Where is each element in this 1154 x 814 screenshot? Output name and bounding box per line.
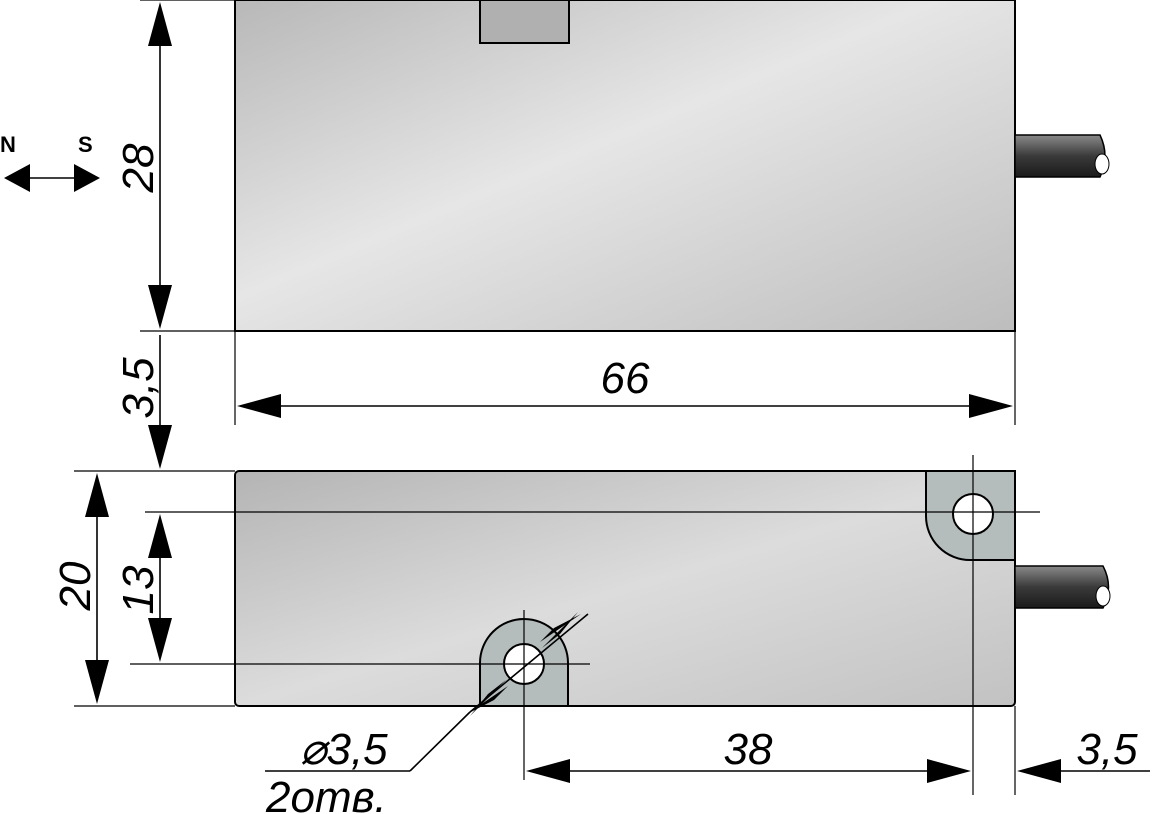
- dim-28-label: 28: [114, 143, 163, 193]
- dim-66: [237, 394, 1013, 418]
- extension-lines: [74, 0, 1040, 795]
- dim-3-5-gap: [148, 335, 172, 558]
- south-label: S: [78, 132, 93, 157]
- right-mounting-tab: [925, 470, 1016, 561]
- dim-3-5-edge: [1017, 759, 1150, 783]
- dim-20: [85, 473, 109, 704]
- dim-38-label: 38: [724, 725, 773, 774]
- polarity-indicator: N S: [0, 132, 100, 192]
- side-view: [234, 470, 1111, 707]
- dim-3-5-edge-label: 3,5: [1076, 725, 1138, 774]
- side-body: [234, 470, 1016, 707]
- dim-3-5-gap-label: 3,5: [114, 357, 163, 419]
- top-cable: [1014, 134, 1110, 178]
- dim-38: [526, 759, 971, 783]
- dim-13-label: 13: [114, 565, 163, 614]
- dim-20-label: 20: [51, 561, 100, 611]
- hole-diameter-label: ⌀3,5: [300, 725, 388, 774]
- top-body: [234, 0, 1016, 332]
- dim-28: [148, 2, 172, 329]
- dim-hole-diameter: [265, 612, 589, 772]
- dim-13: [148, 550, 172, 662]
- top-view: [234, 0, 1110, 332]
- side-cable: [1014, 565, 1111, 609]
- top-notch: [479, 0, 570, 44]
- north-label: N: [0, 132, 16, 157]
- dim-66-label: 66: [601, 354, 650, 403]
- hole-count-label: 2отв.: [265, 773, 387, 814]
